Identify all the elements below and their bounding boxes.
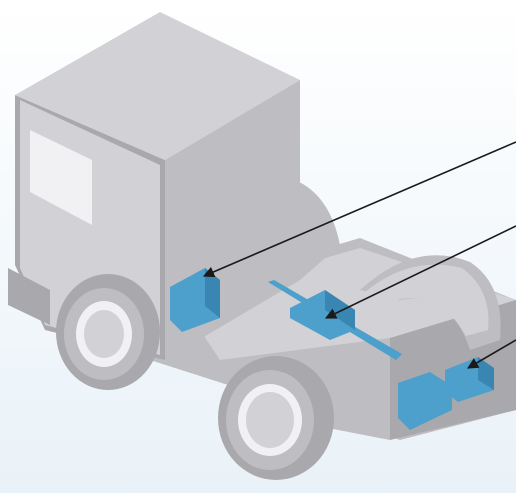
rear-wheel bbox=[218, 356, 334, 480]
front-wheel bbox=[56, 274, 160, 390]
